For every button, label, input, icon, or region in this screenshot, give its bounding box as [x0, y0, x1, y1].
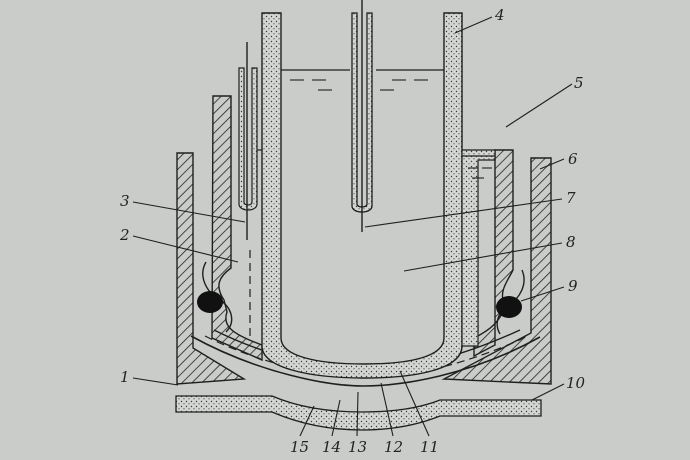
label-12: 12	[384, 438, 404, 456]
label-9: 9	[568, 277, 578, 295]
outer-housing-left	[176, 152, 247, 385]
leader-7	[364, 198, 563, 228]
label-14: 14	[322, 438, 342, 456]
leader-lines	[132, 16, 573, 437]
label-2: 2	[120, 226, 130, 244]
leader-6	[539, 158, 565, 170]
leader-9	[520, 286, 565, 302]
label-4: 4	[495, 6, 505, 24]
leader-11	[399, 370, 430, 437]
leader-4	[454, 16, 493, 34]
leader-10	[531, 383, 565, 401]
label-11: 11	[420, 438, 440, 456]
label-13: 13	[348, 438, 368, 456]
label-6: 6	[568, 150, 578, 168]
o-ring-right	[496, 296, 522, 318]
leader-5	[505, 83, 573, 128]
leader-14	[331, 399, 341, 437]
membrane-outer	[190, 335, 541, 387]
label-5: 5	[574, 74, 584, 92]
label-10: 10	[566, 374, 586, 392]
leader-12	[380, 382, 394, 437]
base-plate	[175, 395, 542, 431]
o-ring-left	[197, 291, 223, 313]
inner-holder-left	[211, 95, 263, 362]
leader-3	[132, 201, 246, 223]
label-3: 3	[120, 192, 130, 210]
label-8: 8	[566, 233, 576, 251]
leader-15	[299, 405, 315, 437]
leader-13	[356, 391, 359, 437]
leader-1	[132, 377, 179, 386]
label-1: 1	[120, 368, 130, 386]
outer-housing-right	[441, 157, 552, 385]
leader-8	[403, 242, 563, 272]
electrode-3-tube	[238, 67, 258, 211]
leader-2	[132, 235, 239, 263]
electrode-7-tube	[351, 12, 373, 213]
membrane-dashed	[204, 335, 529, 379]
label-7: 7	[566, 189, 576, 207]
label-15: 15	[290, 438, 310, 456]
tube-5	[461, 149, 496, 347]
